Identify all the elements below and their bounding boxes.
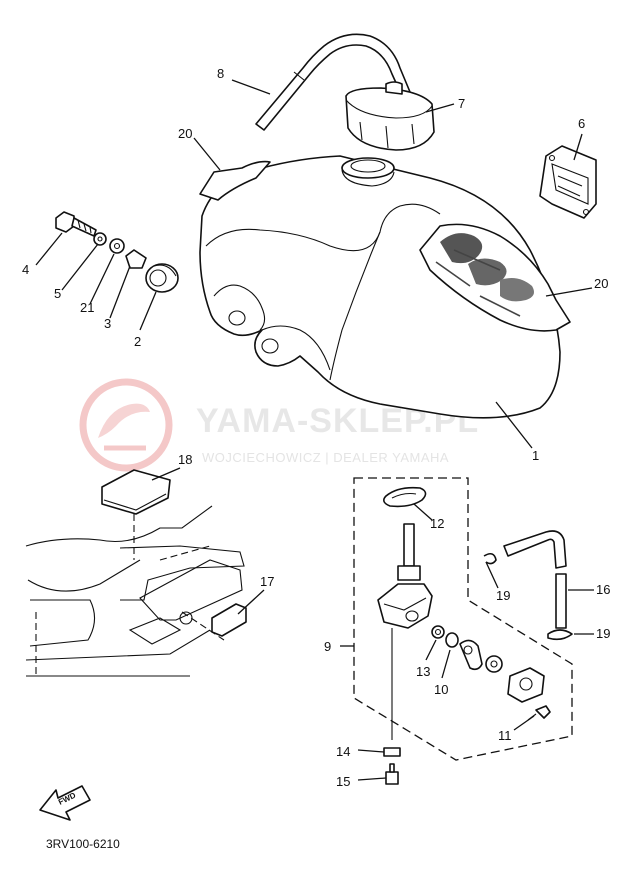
tank-bolt xyxy=(55,211,97,237)
grommet xyxy=(145,263,179,293)
callout-6: 6 xyxy=(578,116,585,131)
callout-15: 15 xyxy=(336,774,350,789)
callout-17: 17 xyxy=(260,574,274,589)
diagram-code: 3RV100-6210 xyxy=(46,837,120,851)
hose-clip-lower xyxy=(547,629,573,641)
bolt-15 xyxy=(385,763,399,785)
collar xyxy=(125,249,147,269)
tank-damper-pad xyxy=(539,145,597,219)
washer-14 xyxy=(383,747,401,757)
callout-20-left: 20 xyxy=(178,126,192,141)
callout-2: 2 xyxy=(134,334,141,349)
tank-decal-left xyxy=(199,160,271,201)
fuel-cock-group-outline xyxy=(353,477,573,761)
fwd-arrow-icon: FWD xyxy=(39,785,91,821)
callout-1: 1 xyxy=(532,448,539,463)
callout-labels: 8 7 20 6 20 1 4 5 21 3 2 18 17 12 19 16 … xyxy=(22,66,610,789)
washer xyxy=(93,232,107,246)
fuel-cock-o-ring-10 xyxy=(445,632,459,648)
callout-4: 4 xyxy=(22,262,29,277)
callout-20-right: 20 xyxy=(594,276,608,291)
watermark-logo-icon xyxy=(79,378,173,472)
callout-19-lower: 19 xyxy=(596,626,610,641)
callout-18: 18 xyxy=(178,452,192,467)
fuel-cap xyxy=(345,81,435,151)
tank-decal-right xyxy=(419,223,571,332)
fuel-cock-lever xyxy=(459,639,483,671)
callout-5: 5 xyxy=(54,286,61,301)
fuel-cock xyxy=(377,523,433,740)
fuel-tank xyxy=(199,155,561,419)
washer-21 xyxy=(109,238,125,254)
callout-7: 7 xyxy=(458,96,465,111)
fuel-cock-o-ring-13 xyxy=(431,625,445,639)
fuel-cock-gasket-12 xyxy=(382,486,427,508)
callout-14: 14 xyxy=(336,744,350,759)
hose-clip-upper xyxy=(483,552,497,565)
watermark-subtitle: WOJCIECHOWICZ | DEALER YAMAHA xyxy=(202,450,449,465)
callout-9: 9 xyxy=(324,639,331,654)
leader-lines xyxy=(35,79,594,781)
callout-13: 13 xyxy=(416,664,430,679)
callout-8: 8 xyxy=(217,66,224,81)
callout-10: 10 xyxy=(434,682,448,697)
fuel-cock-cover-plate xyxy=(507,667,545,703)
frame-section xyxy=(25,469,247,677)
fuel-hose xyxy=(503,530,567,629)
callout-3: 3 xyxy=(104,316,111,331)
callout-21: 21 xyxy=(80,300,94,315)
fuel-cock-wave-washer xyxy=(485,655,503,673)
callout-12: 12 xyxy=(430,516,444,531)
callout-16: 16 xyxy=(596,582,610,597)
callout-11: 11 xyxy=(498,728,512,743)
callout-19-upper: 19 xyxy=(496,588,510,603)
